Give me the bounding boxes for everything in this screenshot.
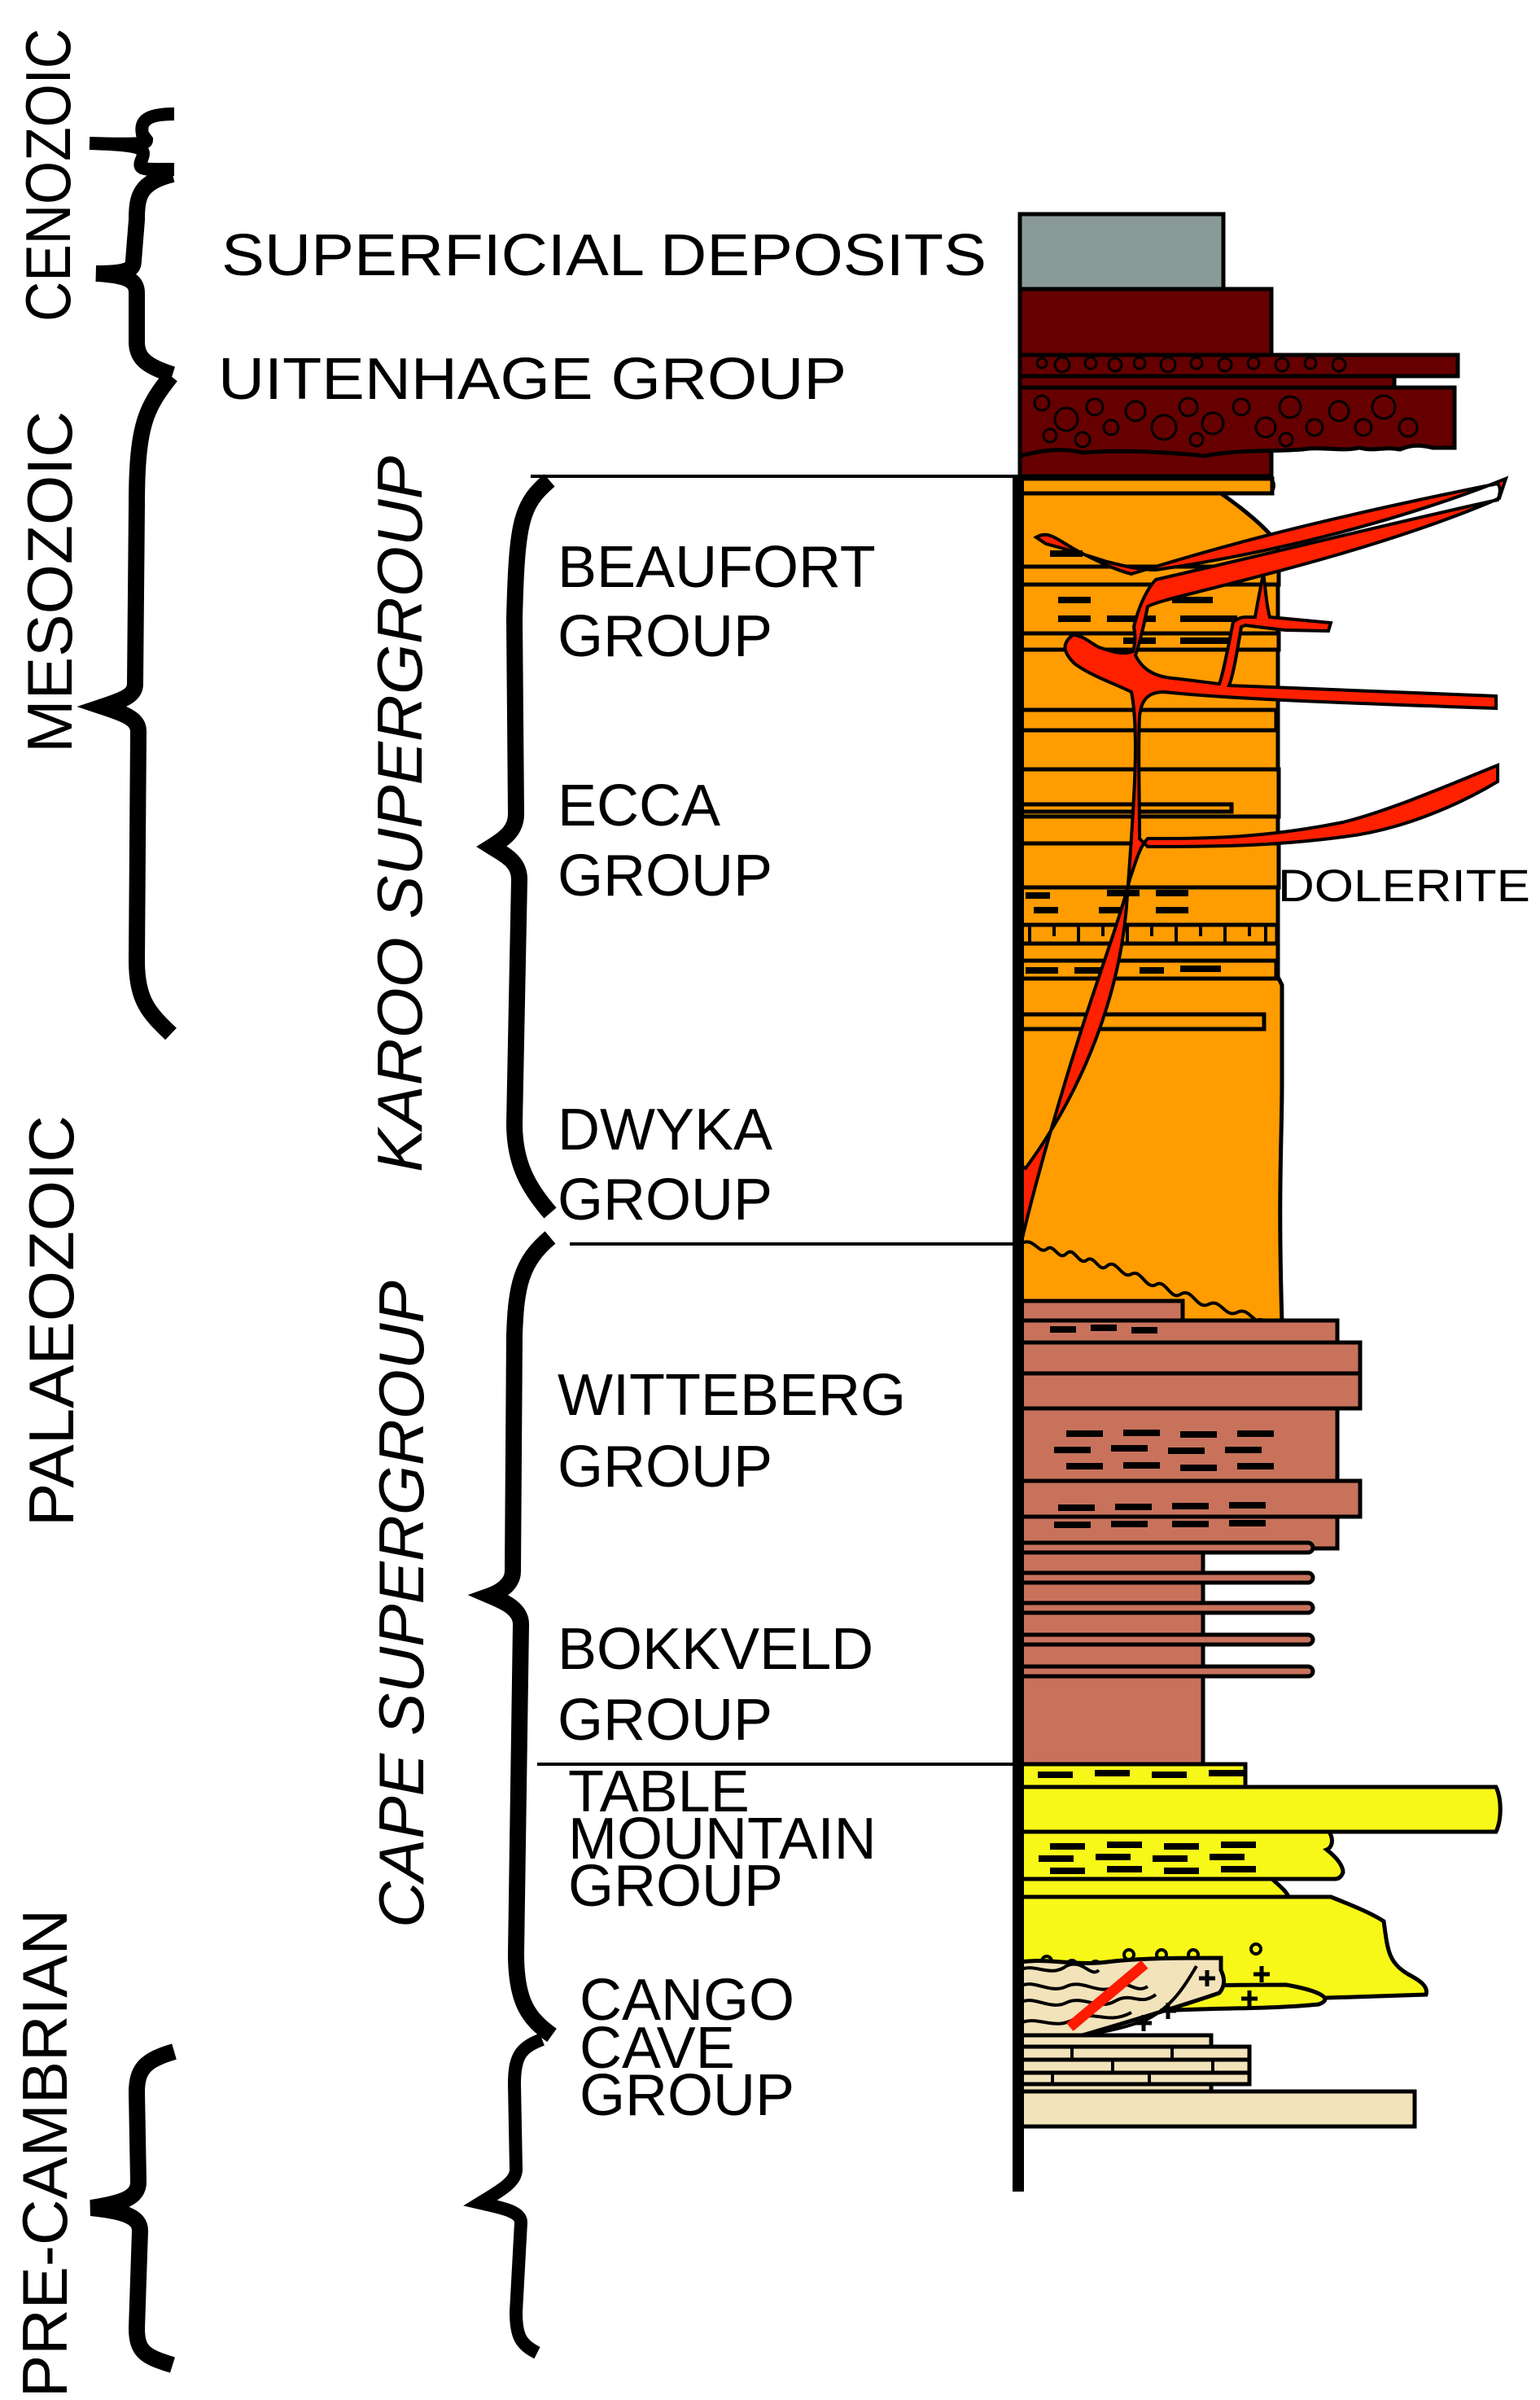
granite-pattern <box>1135 1966 1270 2031</box>
unit-label-witteberg-2: GROUP <box>558 1434 772 1500</box>
brace-cango <box>463 2033 545 2359</box>
unit-label-beaufort-2: GROUP <box>558 604 772 669</box>
limestone-pattern <box>1051 2047 1214 2084</box>
dolerite-dyke-cango <box>1066 1960 1148 2031</box>
unit-label-tmg-2: MOUNTAIN <box>568 1807 877 1872</box>
shale-pattern-witteberg <box>1050 1325 1274 1528</box>
layer-superficial <box>1017 212 1226 291</box>
era-label-precambrian: PRE-CAMBRIAN <box>9 1909 81 2398</box>
unit-label-witteberg-1: WITTEBERG <box>558 1363 906 1428</box>
era-label-mesozoic: MESOZOIC <box>14 411 85 753</box>
shale-pattern-ecca <box>1026 890 1221 974</box>
unconformity-line <box>1018 1240 1283 1325</box>
unit-label-tmg-3: GROUP <box>568 1854 783 1919</box>
unit-label-cango-1: CANGO <box>580 1968 794 2033</box>
shale-pattern-table-mountain <box>1038 1770 1256 1874</box>
unit-label-uitenhage: UITENHAGE GROUP <box>218 347 847 412</box>
unit-label-superficial: SUPERFICIAL DEPOSITS <box>221 223 987 288</box>
stratigraphic-column <box>1013 212 1509 2192</box>
unit-label-bokkveld-1: BOKKVELD <box>558 1617 873 1682</box>
supergroup-label-cape: CAPE SUPERGROUP <box>365 1281 437 1928</box>
dolerite-label: DOLERITE <box>1278 860 1530 911</box>
unit-label-bokkveld-2: GROUP <box>558 1688 772 1753</box>
unit-label-ecca-2: GROUP <box>558 843 772 909</box>
brace-palaeozoic <box>77 370 177 1040</box>
era-braces <box>77 107 177 2373</box>
dolerite-intrusion <box>1020 475 1509 1242</box>
layer-uitenhage <box>1017 287 1460 479</box>
brace-karoo <box>476 474 557 1219</box>
supergroup-braces <box>463 474 557 2359</box>
unit-label-beaufort-1: BEAUFORT <box>558 535 876 600</box>
era-label-palaeozoic: PALAEOZOIC <box>15 1115 87 1526</box>
unit-label-cango-3: GROUP <box>580 2063 794 2128</box>
layer-witteberg-bokkveld <box>1017 1299 1363 1767</box>
brace-cenozoic <box>89 107 175 177</box>
column-axis-line <box>1013 476 1024 2192</box>
brace-precambrian <box>90 2043 177 2373</box>
unit-label-dwyka-1: DWYKA <box>558 1097 772 1163</box>
calcareous-pattern <box>1028 925 1267 944</box>
supergroup-label-karoo: KAROO SUPERGROUP <box>364 456 435 1172</box>
unit-label-tmg-1: TABLE <box>568 1759 750 1824</box>
shale-pattern-beaufort <box>1050 550 1237 644</box>
unit-label-cango-2: CAVE <box>580 2016 735 2081</box>
unit-label-ecca-1: ECCA <box>558 773 720 839</box>
brace-mesozoic <box>95 166 176 383</box>
era-label-cenozoic: CENOZOIC <box>12 28 84 322</box>
unit-label-dwyka-2: GROUP <box>558 1167 772 1233</box>
layer-cango-cave <box>1017 1955 1417 2129</box>
conglomerate-pattern <box>1033 356 1419 449</box>
brace-cape <box>467 1231 557 2043</box>
